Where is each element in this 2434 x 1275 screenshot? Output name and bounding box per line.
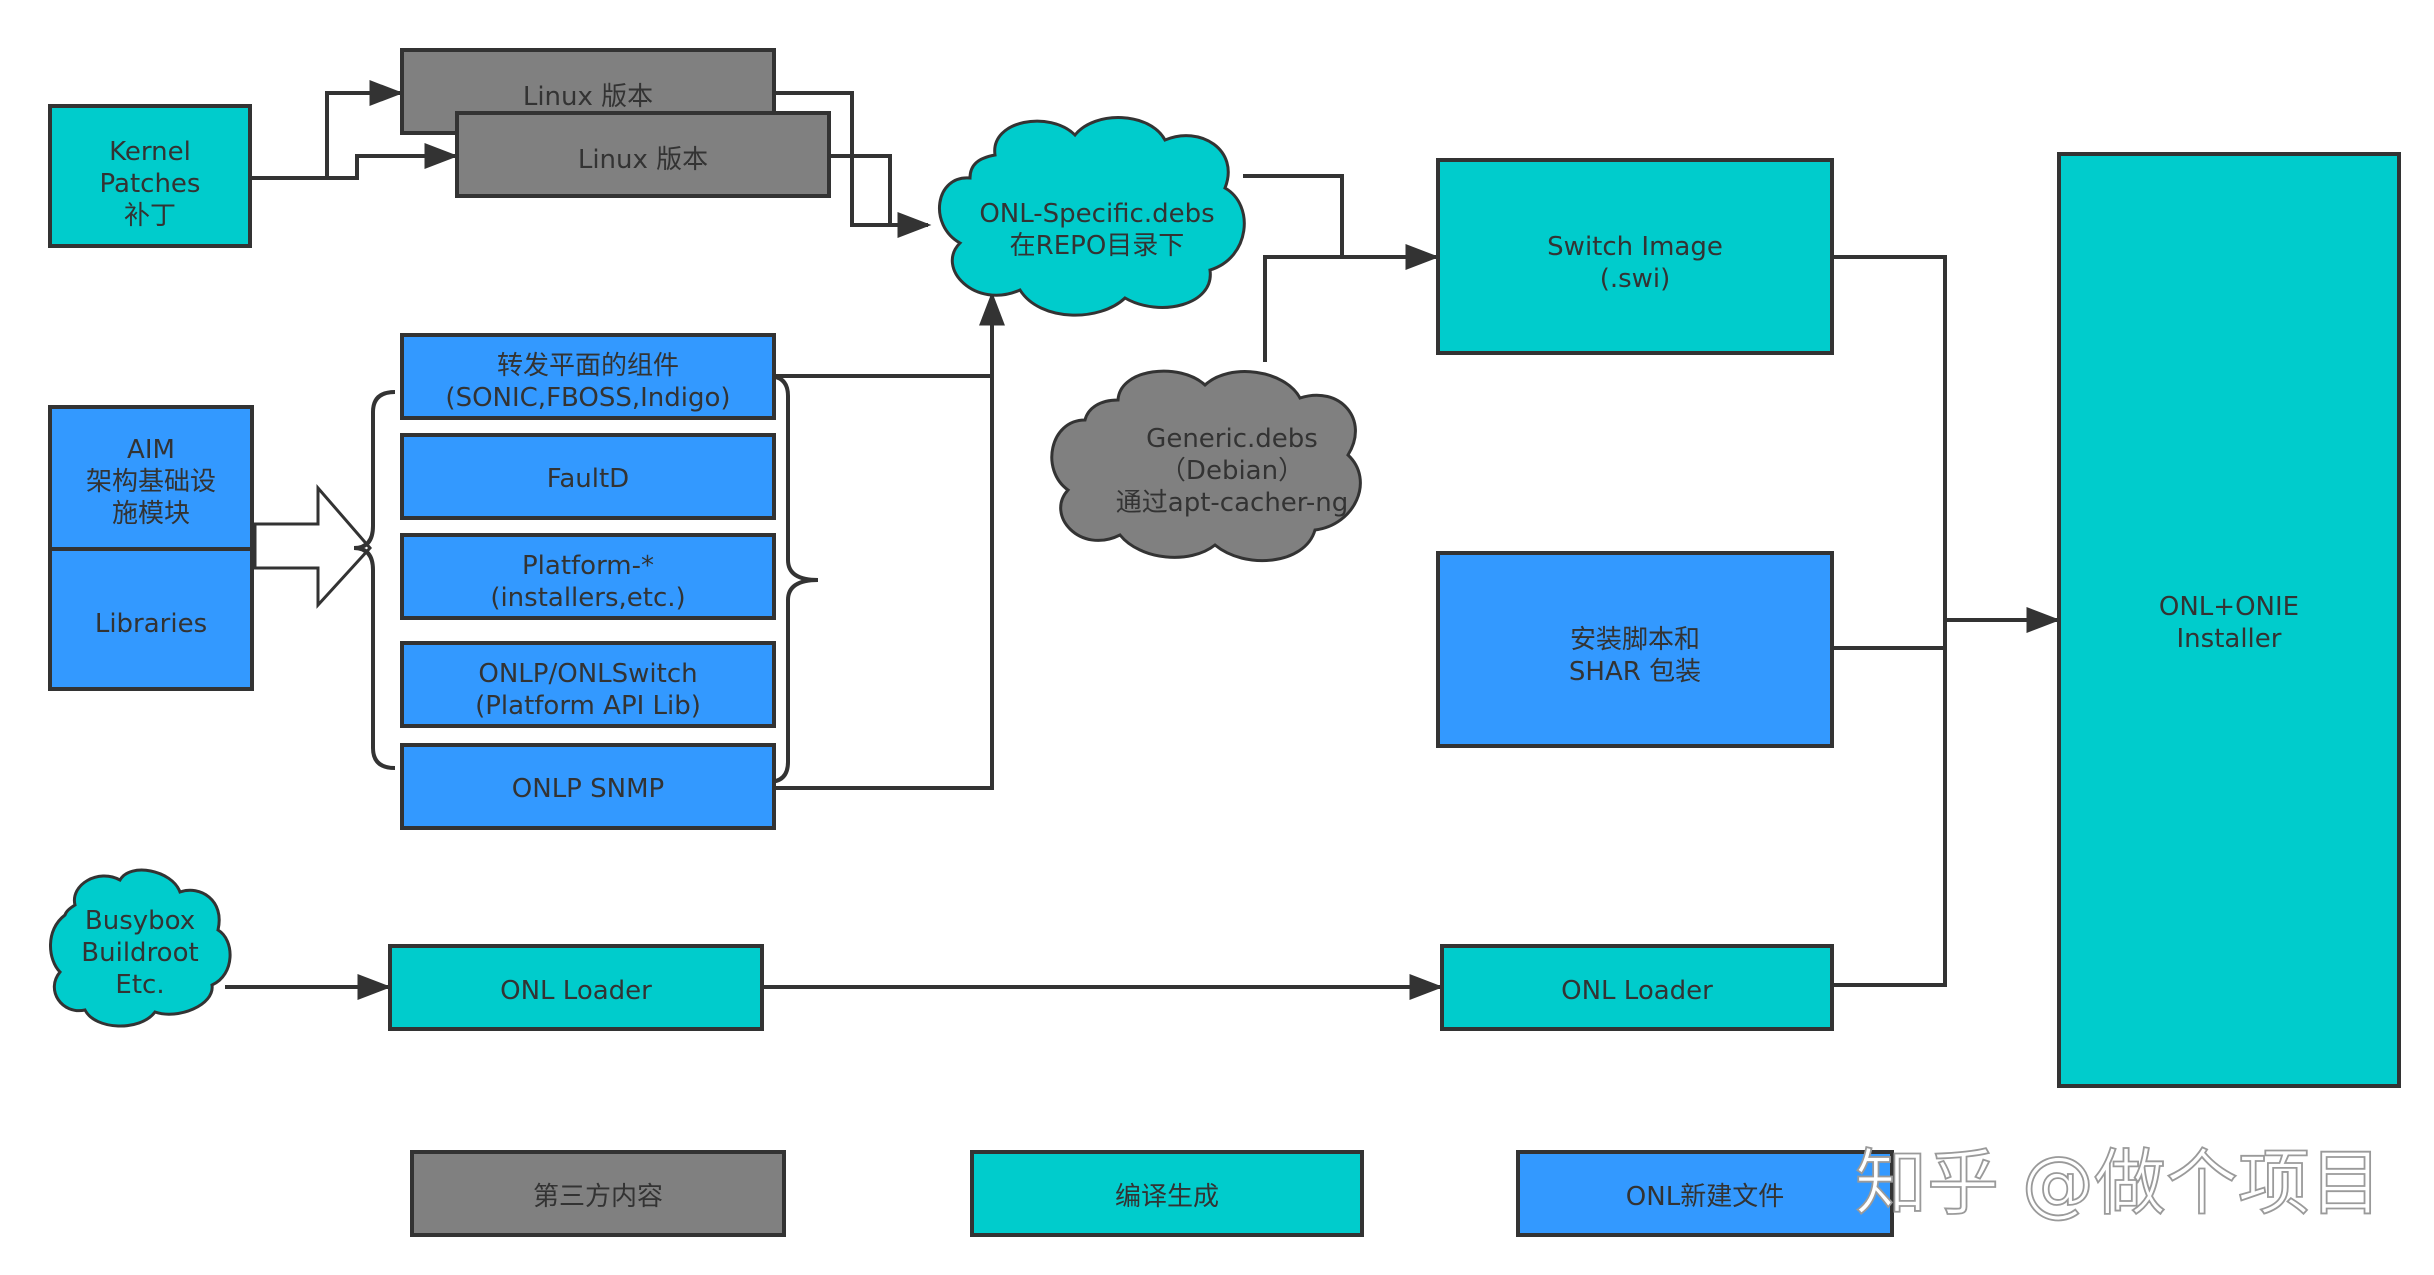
onl-specific-line2: 在REPO目录下	[1010, 231, 1185, 261]
aim-line2: 架构基础设	[86, 467, 216, 497]
onl-specific-cloud: ONL-Specific.debs 在REPO目录下	[938, 116, 1246, 317]
component-onlp-onlswitch: ONLP/ONLSwitch (Platform API Lib)	[400, 641, 776, 728]
generic-debs-line1: Generic.debs	[1146, 424, 1318, 454]
libraries-label: Libraries	[95, 609, 207, 639]
kernel-patches-line2: Patches	[100, 169, 201, 199]
installer-box: ONL+ONIE Installer	[2057, 152, 2401, 1088]
legend-onl-new: ONL新建文件	[1516, 1150, 1894, 1237]
connectors	[225, 80, 2061, 1000]
switch-image-line2: (.swi)	[1600, 264, 1671, 294]
component-2-line2: (installers,etc.)	[490, 583, 685, 613]
kernel-patches-line1: Kernel	[109, 137, 191, 167]
component-0-line1: 转发平面的组件	[497, 351, 679, 381]
watermark: 知乎 @做个项目	[1855, 1141, 2382, 1225]
onl-loader-box-2: ONL Loader	[1440, 944, 1834, 1031]
connector-switchimage-installer	[1832, 255, 1947, 987]
generic-debs-line3: 通过apt-cacher-ng	[1116, 488, 1348, 518]
component-1-line1: FaultD	[547, 464, 629, 494]
switch-image-line1: Switch Image	[1547, 232, 1723, 262]
component-0-line2: (SONIC,FBOSS,Indigo)	[445, 383, 730, 413]
generic-debs-cloud: Generic.debs （Debian） 通过apt-cacher-ng	[1050, 369, 1362, 563]
legend-third-party: 第三方内容	[410, 1150, 786, 1237]
component-onlp-snmp: ONLP SNMP	[400, 743, 776, 830]
connector-kernel-linux1	[250, 80, 404, 180]
busybox-cloud: Busybox Buildroot Etc.	[49, 868, 232, 1028]
legend-onl-new-label: ONL新建文件	[1626, 1182, 1784, 1212]
switch-image-box: Switch Image (.swi)	[1436, 158, 1834, 355]
busybox-line1: Busybox	[85, 906, 195, 936]
linux-version-label-1: Linux 版本	[523, 82, 653, 112]
component-3-line1: ONLP/ONLSwitch	[478, 659, 697, 689]
connector-linux2-onlspecific	[830, 154, 892, 225]
component-forwarding-plane: 转发平面的组件 (SONIC,FBOSS,Indigo)	[400, 333, 776, 420]
component-4-line1: ONLP SNMP	[512, 774, 664, 804]
generic-debs-line2: （Debian）	[1160, 456, 1304, 486]
left-brace	[353, 390, 396, 770]
aim-line1: AIM	[127, 435, 175, 465]
connector-onlspecific-switchimage	[1243, 174, 1440, 270]
onl-loader-label-1: ONL Loader	[500, 976, 652, 1006]
onl-loader-box-1: ONL Loader	[388, 944, 764, 1031]
aim-line3: 施模块	[112, 499, 190, 529]
linux-version-box-2: Linux 版本	[455, 111, 831, 198]
component-faultd: FaultD	[400, 433, 776, 520]
component-3-line2: (Platform API Lib)	[475, 691, 701, 721]
installer-line2: Installer	[2177, 624, 2282, 654]
install-script-line1: 安装脚本和	[1570, 625, 1700, 655]
connector-snmp-onlspecific	[775, 291, 1005, 790]
hollow-arrow	[253, 483, 373, 609]
kernel-patches-line3: 补丁	[124, 201, 176, 231]
kernel-patches-box: Kernel Patches 补丁	[48, 104, 252, 248]
onl-specific-line1: ONL-Specific.debs	[979, 199, 1214, 229]
legend-compiled-label: 编译生成	[1115, 1182, 1219, 1212]
connector-generic-switchimage	[1263, 255, 1342, 362]
legend: 第三方内容 编译生成 ONL新建文件	[410, 1150, 1894, 1237]
component-platform: Platform-* (installers,etc.)	[400, 533, 776, 620]
busybox-line3: Etc.	[115, 970, 164, 1000]
install-script-line2: SHAR 包装	[1569, 657, 1701, 687]
onl-loader-label-2: ONL Loader	[1561, 976, 1713, 1006]
right-brace	[767, 374, 819, 784]
linux-version-label-2: Linux 版本	[578, 145, 708, 175]
component-2-line1: Platform-*	[522, 551, 654, 581]
libraries-box: Libraries	[48, 547, 254, 691]
connector-components-onlspecific	[775, 300, 994, 378]
connector-kernel-linux2	[327, 143, 459, 180]
legend-third-party-label: 第三方内容	[533, 1182, 663, 1212]
legend-compiled: 编译生成	[970, 1150, 1364, 1237]
busybox-line2: Buildroot	[81, 938, 198, 968]
aim-box: AIM 架构基础设 施模块	[48, 405, 254, 551]
installer-line1: ONL+ONIE	[2159, 592, 2299, 622]
install-script-box: 安装脚本和 SHAR 包装	[1436, 551, 1834, 748]
